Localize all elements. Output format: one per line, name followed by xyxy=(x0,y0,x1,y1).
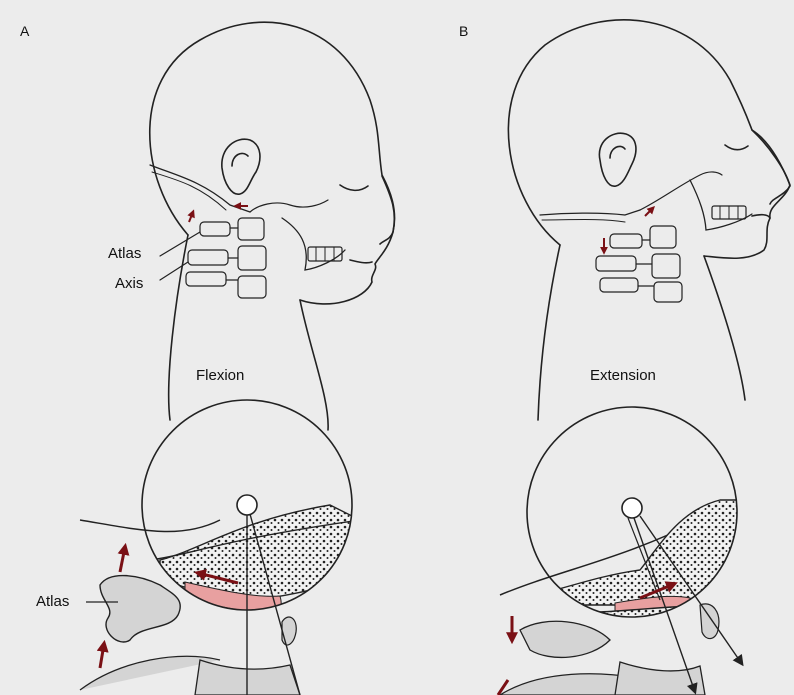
atlas-leader-a xyxy=(160,232,200,256)
head-outline-b xyxy=(508,20,790,258)
neck-front-b xyxy=(704,256,745,400)
panel-a-head xyxy=(150,22,395,430)
mouth-b xyxy=(752,215,770,218)
neck-front-a xyxy=(300,300,328,430)
rotation-center-a xyxy=(237,495,257,515)
occiput-b xyxy=(540,210,640,215)
nose-b xyxy=(752,130,790,204)
panel-b-head-arrows xyxy=(604,208,653,252)
panel-b-head xyxy=(508,20,790,420)
atlas-label-inset: Atlas xyxy=(36,594,69,609)
panel-a-letter: A xyxy=(20,24,29,38)
eye-a xyxy=(340,185,368,190)
eye-b xyxy=(725,145,748,150)
flexion-caption: Flexion xyxy=(196,368,244,383)
mouth-a xyxy=(350,260,372,263)
panel-b-letter: B xyxy=(459,24,468,38)
axis-leader-a xyxy=(160,262,188,280)
atlas-label-a: Atlas xyxy=(108,246,141,261)
extension-caption: Extension xyxy=(590,368,656,383)
ear-a xyxy=(222,139,260,194)
nose-a xyxy=(380,176,394,244)
neck-back-b xyxy=(538,245,560,420)
atlas-vertebra-a xyxy=(100,576,180,642)
mandible-b xyxy=(690,180,752,230)
neck-back-a xyxy=(169,235,188,420)
occiput-a xyxy=(150,165,250,212)
cervical-spine-b xyxy=(596,172,722,302)
axis-label-a: Axis xyxy=(115,276,143,291)
rotation-center-b xyxy=(622,498,642,518)
panel-b-inset xyxy=(498,407,742,695)
cervical-spine-a xyxy=(186,200,328,298)
mandible-a xyxy=(282,218,345,270)
ear-b xyxy=(599,133,636,186)
panel-a-inset xyxy=(80,400,360,695)
